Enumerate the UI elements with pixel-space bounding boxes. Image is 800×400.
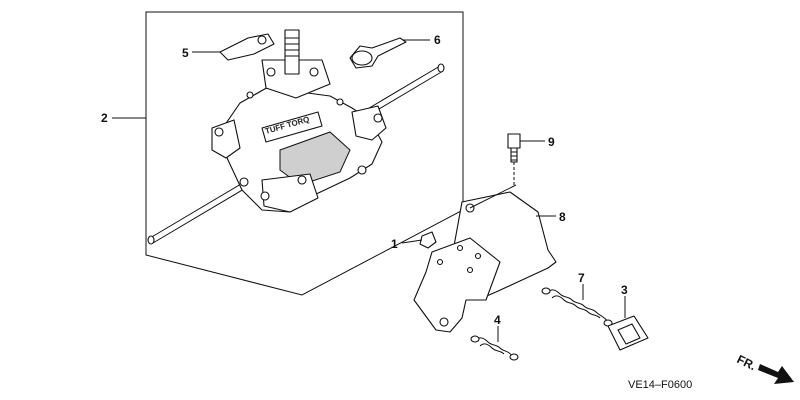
lever-part-5: [219, 33, 275, 61]
nut-part-1: [419, 231, 437, 249]
callouts: 1 2 3 4 5 6 7 8 9: [101, 33, 628, 327]
callout-6: 6: [434, 33, 441, 47]
callout-4: 4: [494, 313, 501, 327]
bolt-part-9: [507, 133, 521, 185]
leader-lines: [112, 39, 626, 342]
assembly-box: [145, 11, 464, 296]
callout-2: 2: [101, 111, 108, 125]
callout-1: 1: [391, 237, 398, 251]
transmission-housing: TUFF TORQ: [211, 29, 387, 213]
figure-code: VE14–F0600: [628, 379, 692, 391]
base-plate: [413, 237, 501, 333]
callout-3: 3: [621, 283, 628, 297]
callout-5: 5: [182, 46, 189, 60]
spring-part-7: [541, 287, 613, 327]
callout-9: 9: [548, 135, 555, 149]
arm-part-6: [349, 37, 407, 69]
callout-7: 7: [578, 271, 585, 285]
pad-part-3: [607, 315, 649, 351]
direction-arrow-icon: [758, 364, 794, 384]
direction-label: FR.: [735, 352, 759, 373]
front-direction-indicator: FR.: [735, 352, 794, 384]
spring-part-4: [470, 335, 519, 361]
callout-8: 8: [559, 210, 566, 224]
